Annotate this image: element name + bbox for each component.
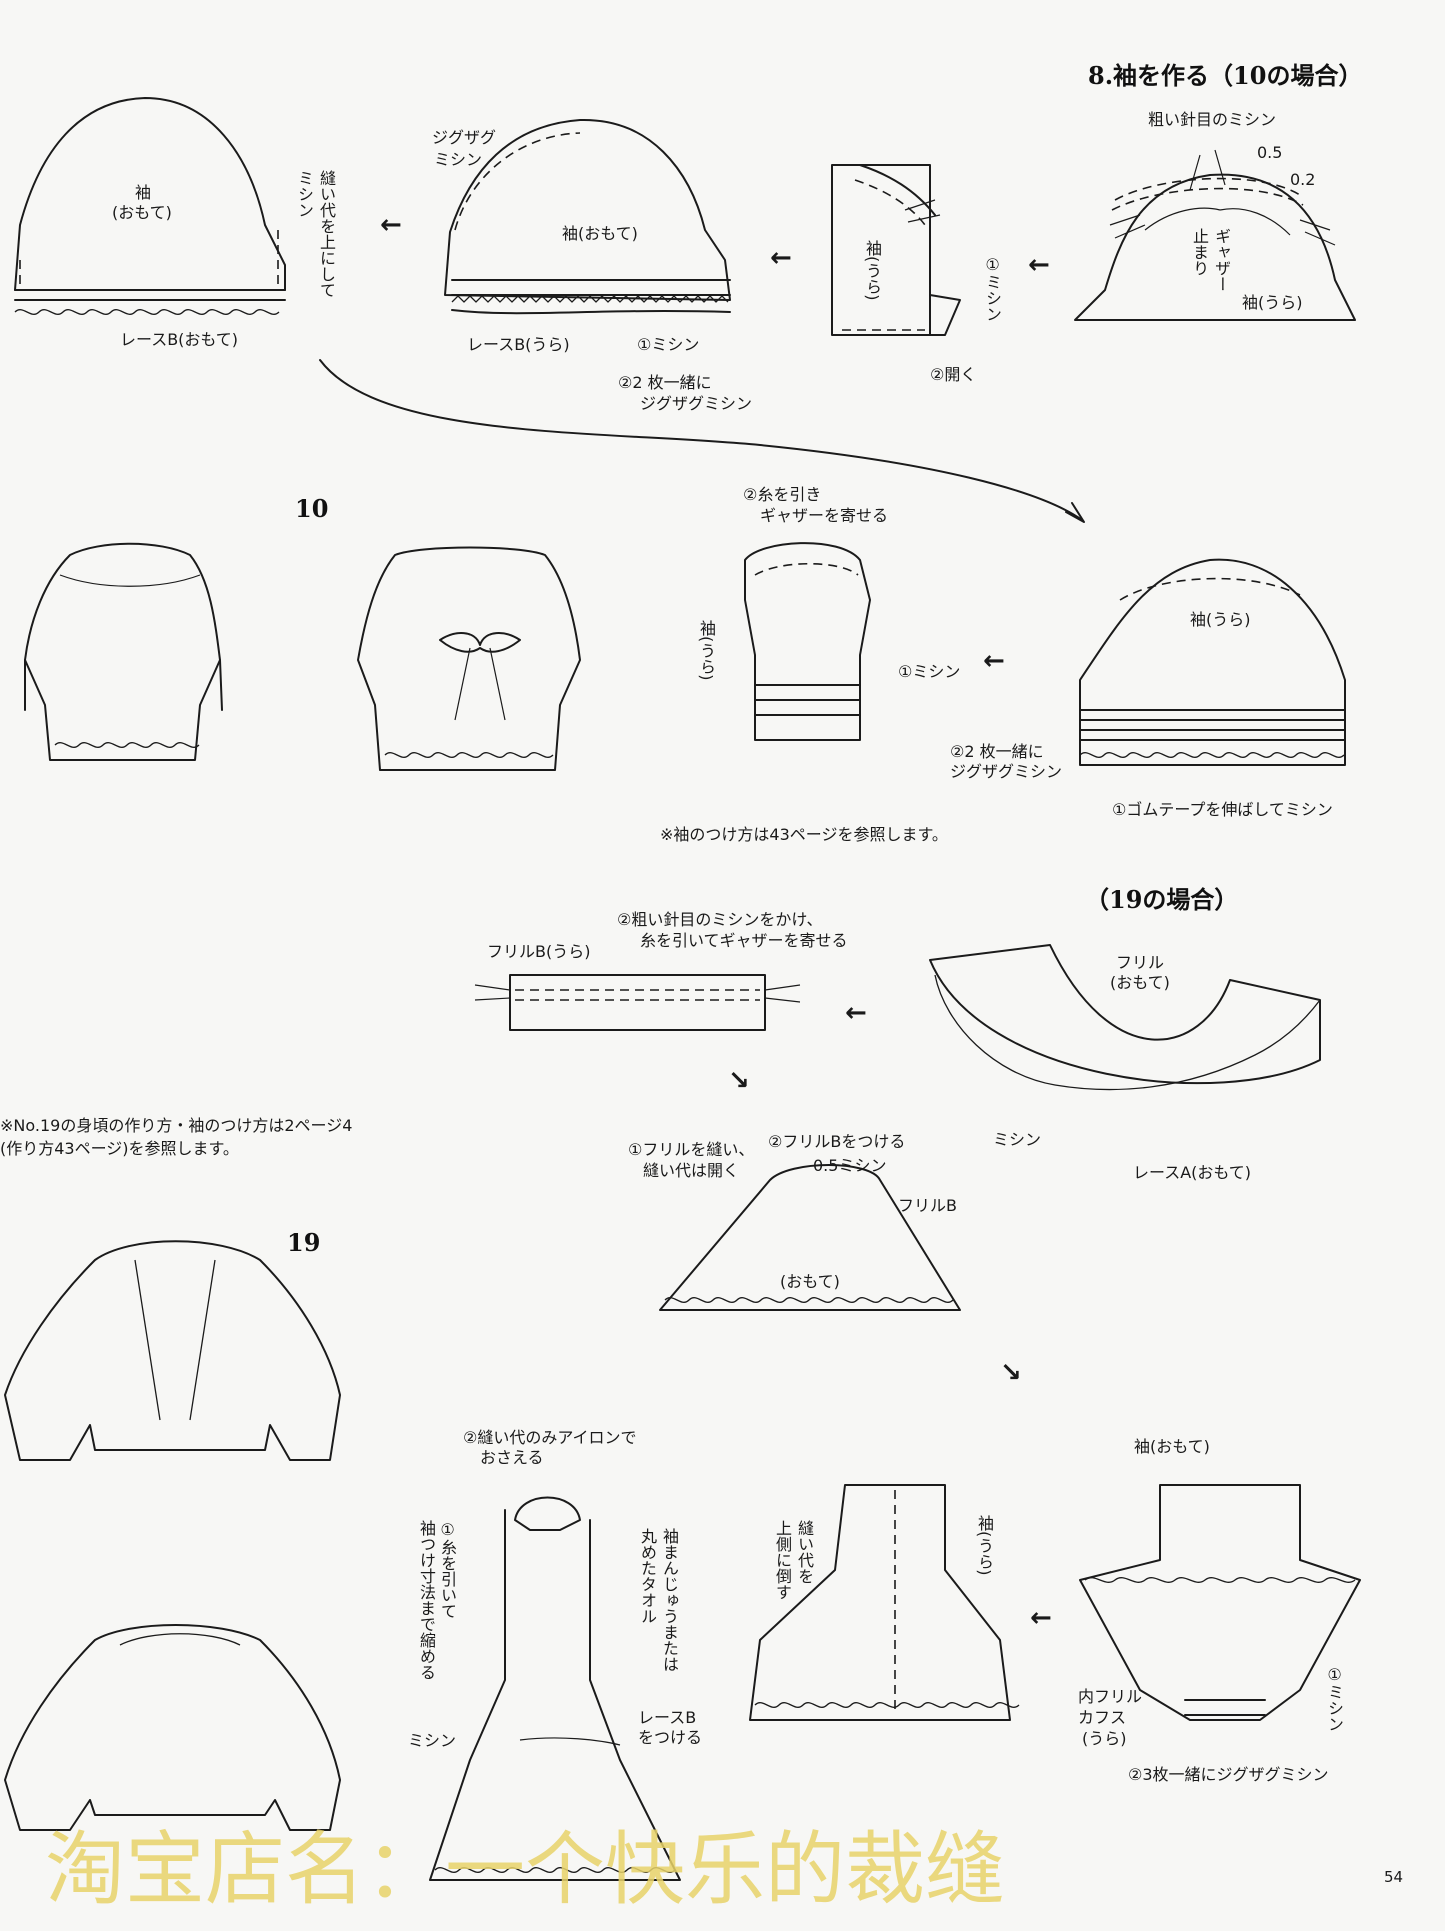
label-inner-frill-a: 内フリル bbox=[1078, 1687, 1143, 1706]
label-frill-b-back: フリルB(うら) bbox=[487, 942, 591, 961]
label-sleeve-front-c1: 袖 bbox=[135, 183, 152, 202]
arrow-left-icon: ← bbox=[983, 646, 1005, 676]
label-inner-frill-c: (うら) bbox=[1082, 1729, 1127, 1748]
label-pull-thread-v1: ①糸を引いて bbox=[438, 1520, 457, 1619]
label-lace-b-back: レースB(うら) bbox=[467, 335, 570, 354]
page-number: 54 bbox=[1384, 1868, 1404, 1886]
arrow-left-icon: ← bbox=[1030, 1603, 1052, 1633]
note-body-a: ※No.19の身頃の作り方・袖のつけ方は2ページ4 bbox=[0, 1116, 353, 1135]
label-seam-fold-b: 上側に倒す bbox=[773, 1520, 792, 1600]
label-frill-front-a: フリル bbox=[1116, 953, 1165, 972]
label-open2: ②開く bbox=[930, 365, 977, 384]
frill-curved-illustration bbox=[929, 944, 1321, 1091]
label-mishin-c: ミシン bbox=[295, 170, 314, 218]
label-0-5: 0.5 bbox=[1257, 143, 1283, 162]
label-pull-thread-a: ②糸を引き bbox=[743, 485, 822, 504]
label-towel-v1: 袖まんじゅうまたは bbox=[660, 1528, 679, 1672]
label-inner-frill-b: カフス bbox=[1078, 1708, 1127, 1727]
label-coarse-stitch: 粗い針目のミシン bbox=[1148, 110, 1277, 129]
label-zigzag-together-10-b: ジグザグミシン bbox=[950, 762, 1063, 781]
label-seam-fold-a: 縫い代を bbox=[795, 1520, 814, 1584]
label-iron-a: ②縫い代のみアイロンで bbox=[463, 1428, 637, 1447]
shop-watermark: 淘宝店名：一个快乐的裁缝 bbox=[45, 1823, 1005, 1916]
label-sleeve-back-19: 袖(うら) bbox=[975, 1515, 994, 1576]
label-coarse-gather-b: 糸を引いてギャザーを寄せる bbox=[640, 931, 848, 950]
label-front-skirt: (おもて) bbox=[780, 1272, 840, 1291]
arrow-down-right-icon: ↘ bbox=[1000, 1358, 1022, 1388]
frill-b-strip-illustration bbox=[474, 974, 801, 1031]
note-sleeve-ref: ※袖のつけ方は43ページを参照します。 bbox=[660, 825, 948, 844]
label-gather: ギャザー bbox=[1212, 228, 1231, 292]
sleeve-finished-illustration bbox=[14, 97, 286, 315]
sleeve-elastic-illustration bbox=[744, 542, 871, 741]
heading-step8: 8.袖を作る（10の場合） bbox=[1088, 61, 1363, 90]
blouse-10-illustration bbox=[24, 542, 223, 761]
sleeve-lace-illustration bbox=[444, 118, 731, 315]
arrow-left-icon: ← bbox=[1028, 250, 1050, 280]
label-sleeve-back-10: 袖(うら) bbox=[697, 620, 716, 681]
label-zigzag-together-b: ジグザグミシン bbox=[640, 394, 753, 413]
label-sleeve-back-10-b: 袖(うら) bbox=[1190, 610, 1251, 629]
label-sleeve-front-b: 袖(おもて) bbox=[562, 224, 638, 243]
label-mishin: ミシン bbox=[434, 150, 483, 169]
label-gather-stop: 止まり bbox=[1190, 228, 1209, 276]
label-mishin-2: ミシン bbox=[408, 1731, 457, 1750]
frill-skirt-illustration bbox=[659, 1164, 961, 1311]
flow-curve-arrow bbox=[319, 359, 1083, 521]
label-sew1: ①ミシン bbox=[983, 255, 1002, 322]
label-seam-up: 縫い代を上にして bbox=[317, 170, 336, 298]
arrow-down-right-icon: ↘ bbox=[728, 1066, 750, 1096]
arrow-left-icon: ← bbox=[380, 210, 402, 240]
note-body-b: (作り方43ページ)を参照します。 bbox=[0, 1139, 239, 1158]
label-sleeve-back-a: 袖(うら) bbox=[1242, 293, 1303, 312]
sleeve-fold-illustration bbox=[749, 1484, 1020, 1721]
label-zigzag-together-a: ②2 枚一緒に bbox=[618, 373, 712, 392]
label-pull-thread-b: ギャザーを寄せる bbox=[760, 506, 889, 525]
sleeve-cuff-illustration bbox=[1079, 1484, 1361, 1721]
arrow-left-icon: ← bbox=[770, 243, 792, 273]
label-sew1-19: ①ミシン bbox=[1325, 1665, 1344, 1732]
sleeve-folded-illustration bbox=[831, 164, 961, 336]
label-zigzag-together-10-a: ②2 枚一緒に bbox=[950, 742, 1044, 761]
jacket-19-front-illustration bbox=[4, 1240, 341, 1461]
sleeve-ironing-illustration bbox=[429, 1496, 681, 1881]
label-19: 19 bbox=[287, 1228, 321, 1257]
label-frill-b: フリルB bbox=[898, 1196, 957, 1215]
label-sleeve-front-19: 袖(おもて) bbox=[1134, 1437, 1210, 1456]
label-zigzag: ジグザグ bbox=[432, 128, 497, 147]
sleeve-elastic-right-illustration bbox=[1079, 558, 1346, 766]
label-iron-b: おさえる bbox=[480, 1448, 544, 1467]
label-mishin-19: ミシン bbox=[993, 1130, 1042, 1149]
sleeve-gather-illustration bbox=[1074, 149, 1356, 321]
label-coarse-gather-a: ②粗い針目のミシンをかけ、 bbox=[617, 910, 823, 929]
label-towel-v2: 丸めたタオル bbox=[638, 1528, 657, 1624]
jacket-19-back-illustration bbox=[4, 1624, 341, 1831]
label-lace-a-front: レースA(おもて) bbox=[1133, 1163, 1251, 1182]
label-lace-b-a: レースB bbox=[638, 1708, 697, 1727]
bolero-10-illustration bbox=[357, 546, 581, 771]
label-elastic: ①ゴムテープを伸ばしてミシン bbox=[1112, 800, 1333, 819]
label-sleeve-front-c2: (おもて) bbox=[112, 203, 172, 222]
label-10: 10 bbox=[295, 494, 329, 523]
label-sew1-b: ①ミシン bbox=[637, 335, 700, 354]
label-sew1-10: ①ミシン bbox=[898, 662, 961, 681]
label-0-5-sew: 0.5ミシン bbox=[813, 1156, 887, 1175]
label-sew-frill-b: 縫い代は開く bbox=[643, 1161, 740, 1180]
label-sew-frill-a: ①フリルを縫い、 bbox=[628, 1140, 755, 1159]
arrow-left-icon: ← bbox=[845, 998, 867, 1028]
label-lace-b-front: レースB(おもて) bbox=[120, 330, 239, 349]
label-attach-frill-b: ②フリルBをつける bbox=[768, 1132, 906, 1151]
heading-19: （19の場合） bbox=[1085, 885, 1239, 914]
label-frill-front-b: (おもて) bbox=[1110, 973, 1170, 992]
label-0-2: 0.2 bbox=[1290, 170, 1316, 189]
label-sleeve-back-v: 袖(うら) bbox=[863, 240, 882, 301]
label-lace-b-b: をつける bbox=[638, 1728, 703, 1747]
label-zigzag3: ②3枚一緒にジグザグミシン bbox=[1128, 1765, 1329, 1784]
label-pull-thread-v2: 袖つけ寸法まで縮める bbox=[417, 1520, 436, 1680]
